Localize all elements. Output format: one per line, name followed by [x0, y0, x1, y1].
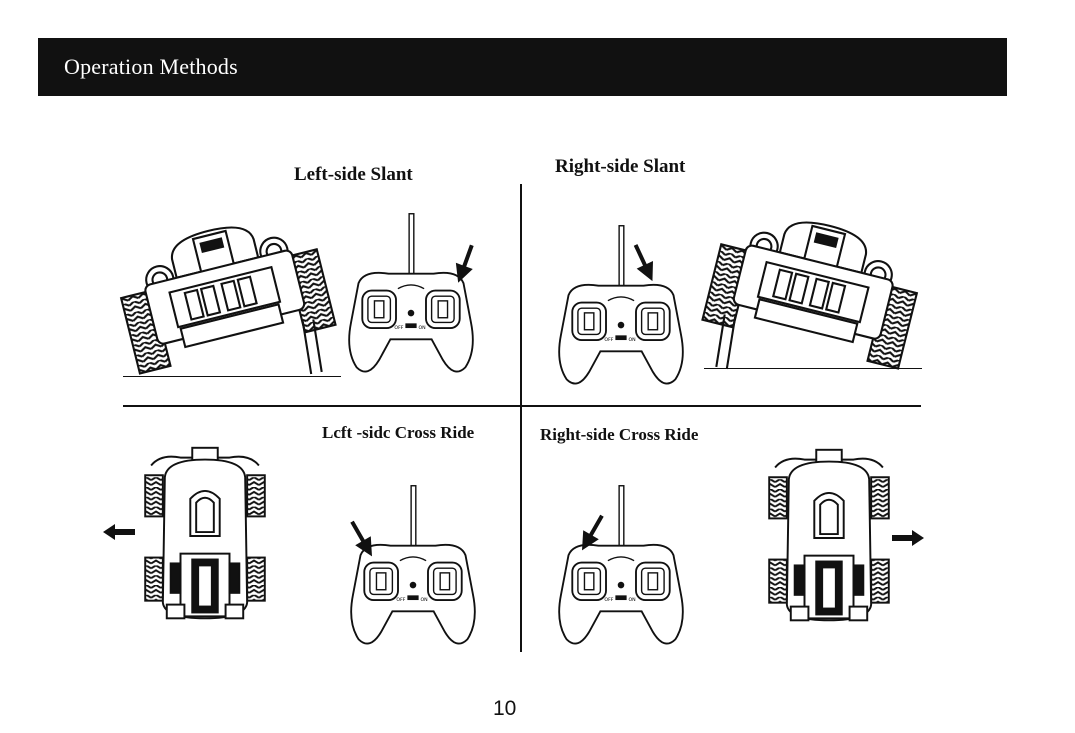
- switch-off-label: OFF: [604, 337, 613, 343]
- remote-control-right-slant: OFF ON: [553, 222, 689, 400]
- vertical-divider: [520, 184, 522, 652]
- label-left-side-cross-ride: Lcft -sidc Cross Ride: [322, 423, 474, 443]
- arrow-down-right-icon: [634, 243, 654, 283]
- arrow-down-right-icon: [352, 519, 372, 559]
- atv-top-view-left-cross: [138, 438, 272, 634]
- remote-control-right-cross: OFF ON: [553, 482, 689, 660]
- remote-control-left-slant: OFF ON: [343, 210, 479, 388]
- label-right-side-cross-ride: Right-side Cross Ride: [540, 425, 698, 445]
- arrow-down-left-icon: [582, 513, 602, 553]
- ground-line-right: [704, 368, 922, 369]
- arrow-right-icon: [892, 530, 924, 546]
- ground-line-left: [123, 376, 341, 377]
- arrow-left-icon: [103, 524, 135, 540]
- switch-off-label: OFF: [604, 597, 613, 603]
- page-title: Operation Methods: [64, 54, 238, 80]
- label-right-side-slant: Right-side Slant: [555, 156, 685, 178]
- header-bar: Operation Methods: [38, 38, 1007, 96]
- switch-on-label: ON: [628, 337, 636, 343]
- arrow-down-left-icon: [455, 244, 475, 284]
- remote-control-left-cross: OFF ON: [345, 482, 481, 660]
- page-number: 10: [493, 697, 516, 721]
- switch-on-label: ON: [420, 597, 428, 603]
- switch-on-label: ON: [418, 325, 426, 331]
- switch-off-label: OFF: [394, 325, 403, 331]
- switch-off-label: OFF: [396, 597, 405, 603]
- atv-right-slant-illustration: [710, 205, 920, 365]
- horizontal-divider: [123, 405, 921, 407]
- label-left-side-slant: Left-side Slant: [294, 164, 413, 186]
- switch-on-label: ON: [628, 597, 636, 603]
- atv-top-view-right-cross: [762, 440, 896, 636]
- atv-left-slant-illustration: [118, 210, 328, 370]
